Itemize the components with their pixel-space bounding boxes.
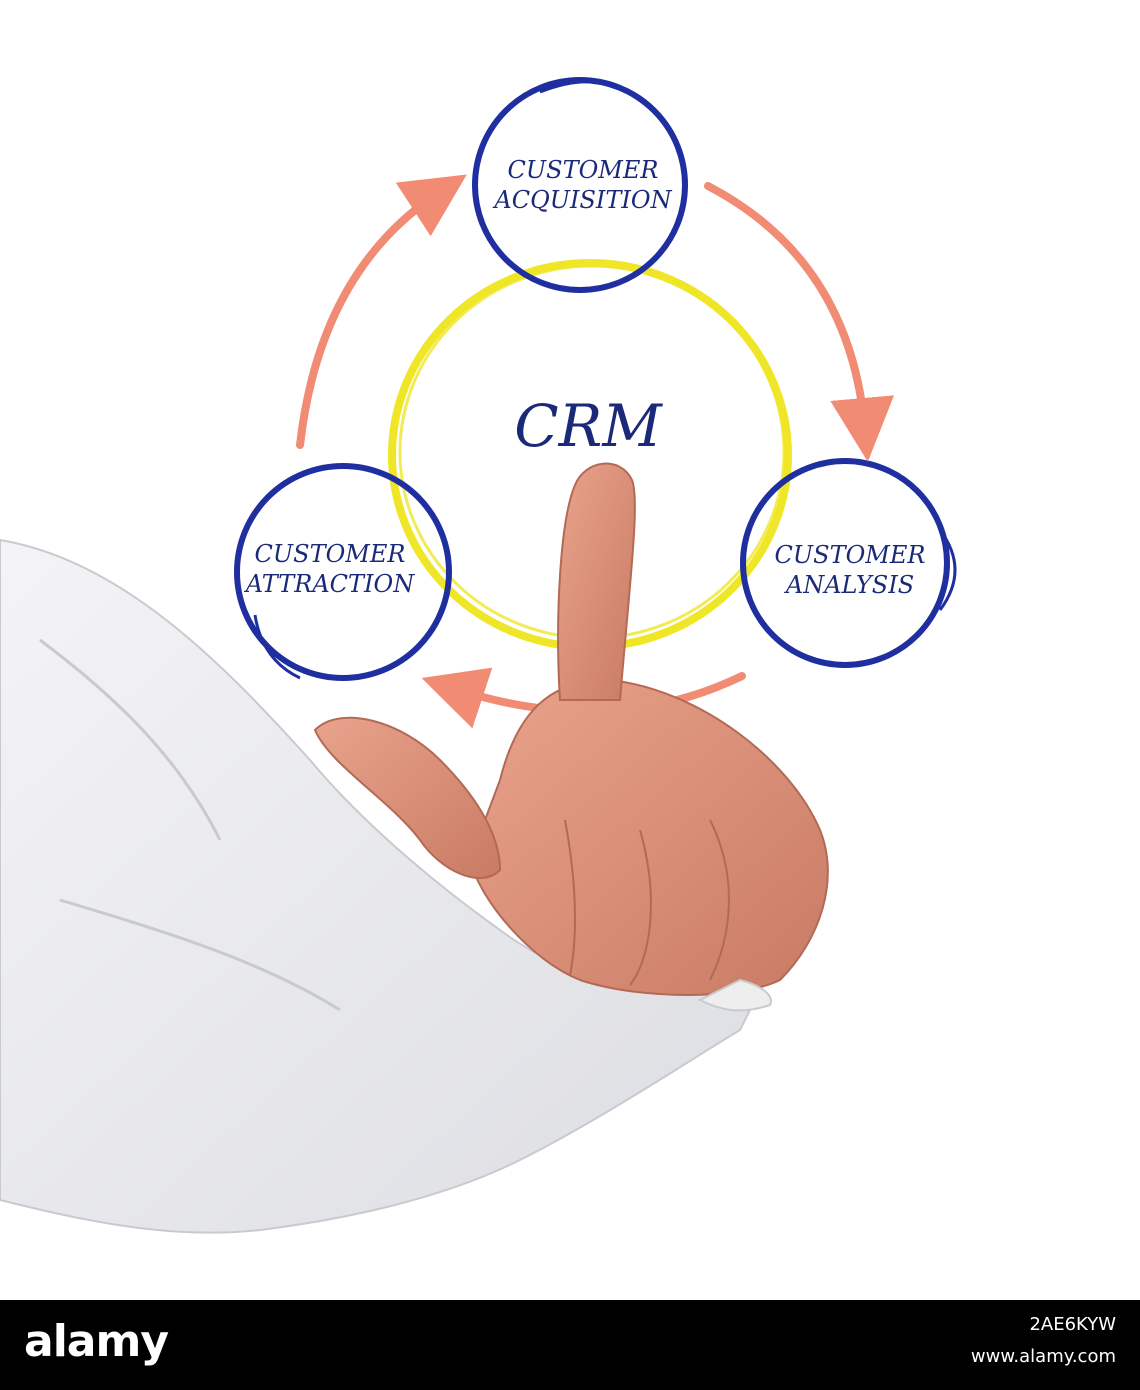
- diagram-canvas: CUSTOMER ACQUISITION CUSTOMER ANALYSIS C…: [0, 0, 1140, 1300]
- crm-center-label: CRM: [514, 392, 663, 460]
- node-acquisition-line2: ACQUISITION: [492, 186, 672, 214]
- node-acquisition: CUSTOMER ACQUISITION: [475, 80, 685, 290]
- stock-footer-bar: alamy 2AE6KYW www.alamy.com: [0, 1300, 1140, 1390]
- footer-url: www.alamy.com: [971, 1346, 1116, 1367]
- node-circle-acquisition: [475, 80, 685, 290]
- node-analysis-line2: ANALYSIS: [784, 571, 914, 599]
- arrow-attraction-to-acquisition: [300, 192, 440, 445]
- footer-image-id: 2AE6KYW: [1029, 1314, 1116, 1335]
- arrow-acquisition-to-analysis: [708, 186, 865, 430]
- node-attraction-line2: ATTRACTION: [244, 570, 415, 598]
- node-analysis-line1: CUSTOMER: [775, 541, 926, 569]
- node-attraction-line1: CUSTOMER: [255, 540, 406, 568]
- footer-brand-logo: alamy: [24, 1316, 168, 1367]
- crm-cycle-diagram: CUSTOMER ACQUISITION CUSTOMER ANALYSIS C…: [0, 0, 1140, 1300]
- node-attraction: CUSTOMER ATTRACTION: [237, 466, 449, 678]
- node-acquisition-line1: CUSTOMER: [508, 156, 659, 184]
- index-finger: [558, 464, 635, 700]
- node-analysis: CUSTOMER ANALYSIS: [743, 461, 955, 665]
